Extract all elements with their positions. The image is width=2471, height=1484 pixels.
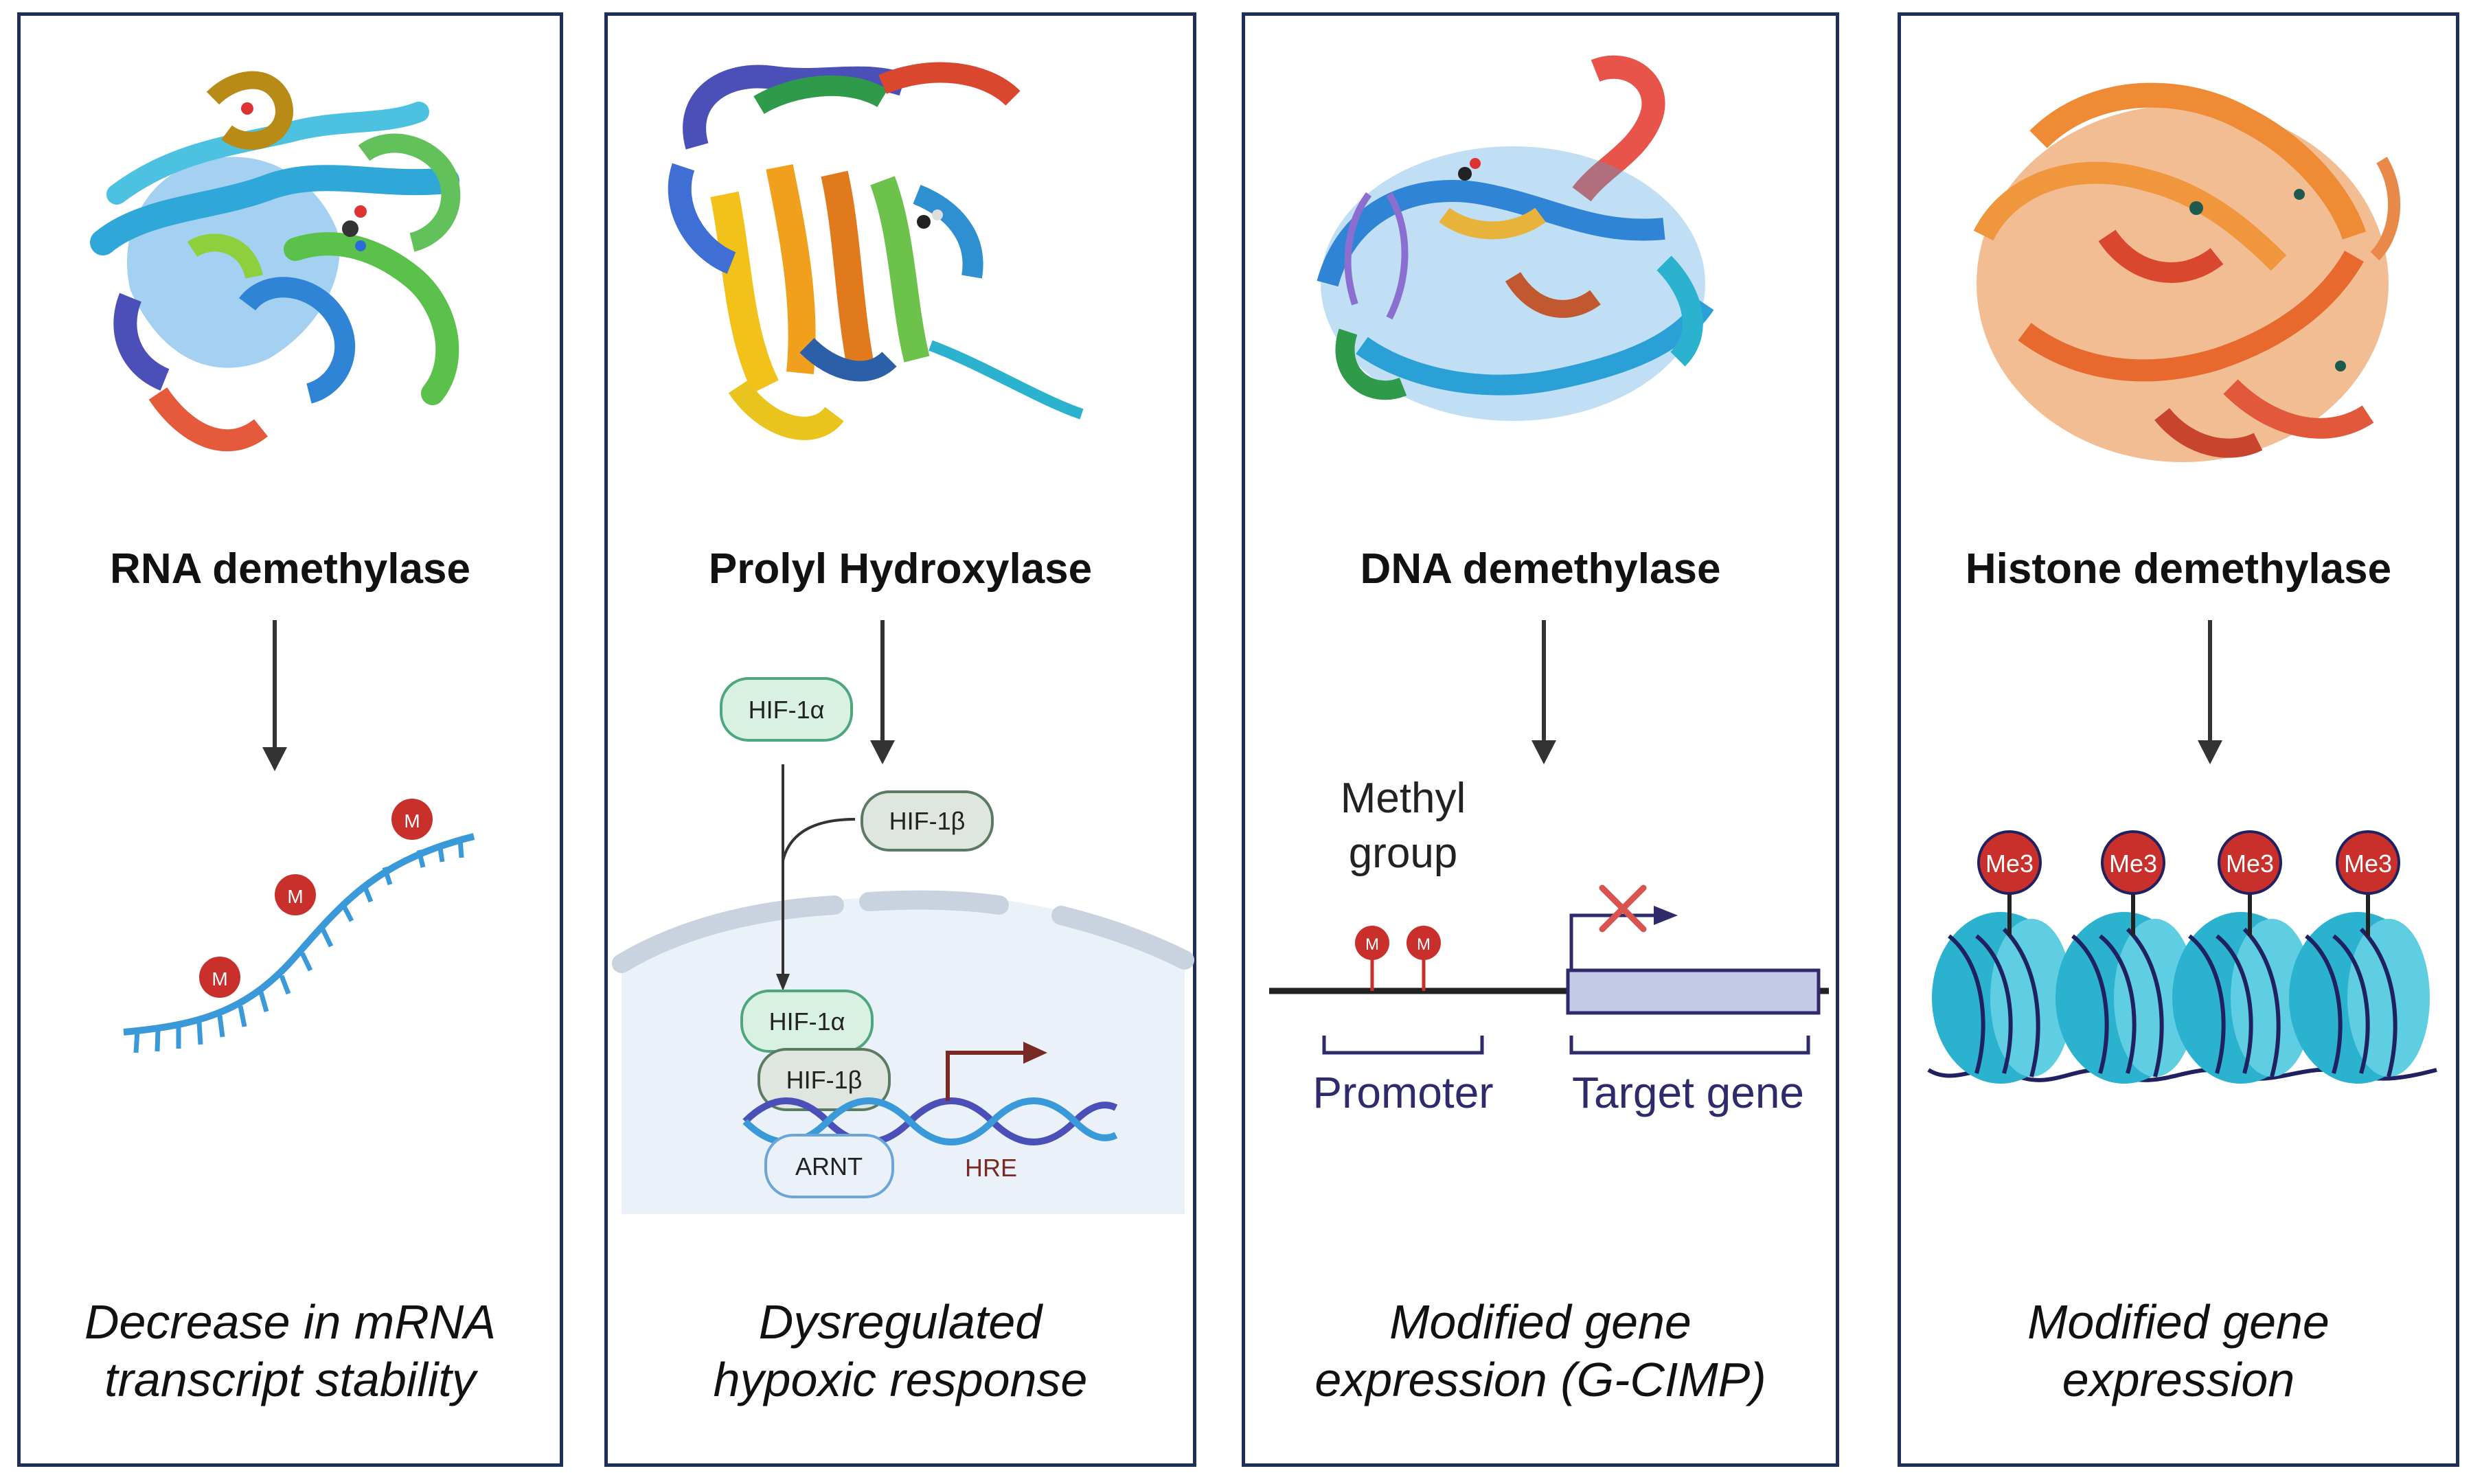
panel-title-dna-demethylase: DNA demethylase [1360, 545, 1721, 593]
svg-text:M: M [404, 810, 420, 832]
dna-demethylase-protein-structure [1317, 55, 1714, 421]
svg-text:Me3: Me3 [2344, 849, 2392, 878]
transcription-arrow-icon [1569, 913, 1657, 970]
nucleosome [2289, 912, 2430, 1084]
svg-text:M: M [1365, 935, 1379, 954]
svg-text:M: M [212, 968, 227, 990]
svg-text:HIF-1β: HIF-1β [786, 1066, 863, 1094]
hif1a-protein: HIF-1α [720, 677, 853, 742]
outcome-dna-demethylase: Modified gene expression (G-CIMP) [1314, 1295, 1766, 1406]
panel-title-histone-demethylase: Histone demethylase [1965, 545, 2392, 593]
me3-mark-icon: Me3 [2218, 830, 2282, 936]
me3-mark-icon: Me3 [1977, 830, 2042, 936]
hypoxia-pathway-diagram: HIF-1α HIF-1β HIF-1α HIF-1β ARNT HRE [612, 620, 1194, 1214]
me3-mark-icon: Me3 [2101, 830, 2165, 936]
methyl-mark-icon: M [1355, 926, 1389, 991]
panel-rna-demethylase: RNA demethylase M M M Dec [17, 12, 563, 1467]
svg-text:ARNT: ARNT [795, 1152, 863, 1180]
svg-text:HIF-1α: HIF-1α [749, 696, 825, 724]
hre-label: HRE [965, 1154, 1017, 1182]
methyl-mark-icon: M [391, 799, 433, 840]
svg-text:Me3: Me3 [2226, 849, 2274, 878]
methyl-mark-icon: M [1407, 926, 1441, 991]
rna-demethylase-protein-structure [90, 71, 461, 452]
svg-text:HIF-1α: HIF-1α [769, 1007, 845, 1036]
panel-histone-demethylase: Histone demethylase Me3 [1898, 12, 2459, 1467]
arnt-protein: ARNT [764, 1134, 894, 1198]
histone-demethylase-protein-structure [1973, 82, 2401, 462]
mrna-strand [123, 833, 475, 1036]
dna-methylation-diagram: Methyl group M M Promoter Target gene [1269, 620, 1829, 1117]
panel-dna-demethylase: DNA demethylase Methyl group M M Promote… [1242, 12, 1839, 1467]
dna-helix [742, 1097, 1118, 1145]
nucleosome [2172, 912, 2313, 1084]
nucleosome [1932, 912, 2073, 1084]
nucleosome [2056, 912, 2196, 1084]
outcome-histone-demethylase: Modified gene expression [2027, 1295, 2330, 1406]
prolyl-hydroxylase-protein-structure [668, 62, 1084, 440]
inhibition-cross-icon [1599, 884, 1647, 933]
svg-text:M: M [287, 886, 303, 907]
methyl-group-label: group [1349, 830, 1458, 877]
outcome-prolyl-hydroxylase: Dysregulated hypoxic response [713, 1295, 1088, 1406]
svg-text:M: M [1417, 935, 1431, 954]
target-gene-label: Target gene [1572, 1068, 1804, 1117]
me3-mark-icon: Me3 [2336, 830, 2400, 936]
methyl-mark-icon: M [199, 957, 240, 998]
svg-text:HIF-1β: HIF-1β [889, 807, 966, 835]
rna-demethylase-mechanism: M M M [123, 620, 475, 1053]
outcome-rna-demethylase: Decrease in mRNA transcript stability [84, 1295, 497, 1406]
target-gene-box [1566, 968, 1821, 1015]
hif1b-protein: HIF-1β [861, 790, 994, 852]
svg-text:Me3: Me3 [1985, 849, 2034, 878]
hif1a-nuclear: HIF-1α [740, 990, 874, 1053]
hif1b-nuclear: HIF-1β [758, 1048, 891, 1111]
panel-title-rna-demethylase: RNA demethylase [110, 545, 470, 593]
svg-text:Me3: Me3 [2109, 849, 2157, 878]
panel-prolyl-hydroxylase: Prolyl Hydroxylase HIF-1α HIF-1β HIF-1α … [604, 12, 1196, 1467]
methyl-mark-icon: M [275, 874, 316, 915]
transcription-arrow-icon [946, 1051, 1027, 1101]
methyl-group-label: Methyl [1341, 775, 1466, 822]
promoter-label: Promoter [1312, 1068, 1493, 1117]
panel-title-prolyl-hydroxylase: Prolyl Hydroxylase [708, 545, 1093, 593]
nucleosome-diagram: Me3 Me3 Me3 Me3 [1927, 620, 2437, 1084]
